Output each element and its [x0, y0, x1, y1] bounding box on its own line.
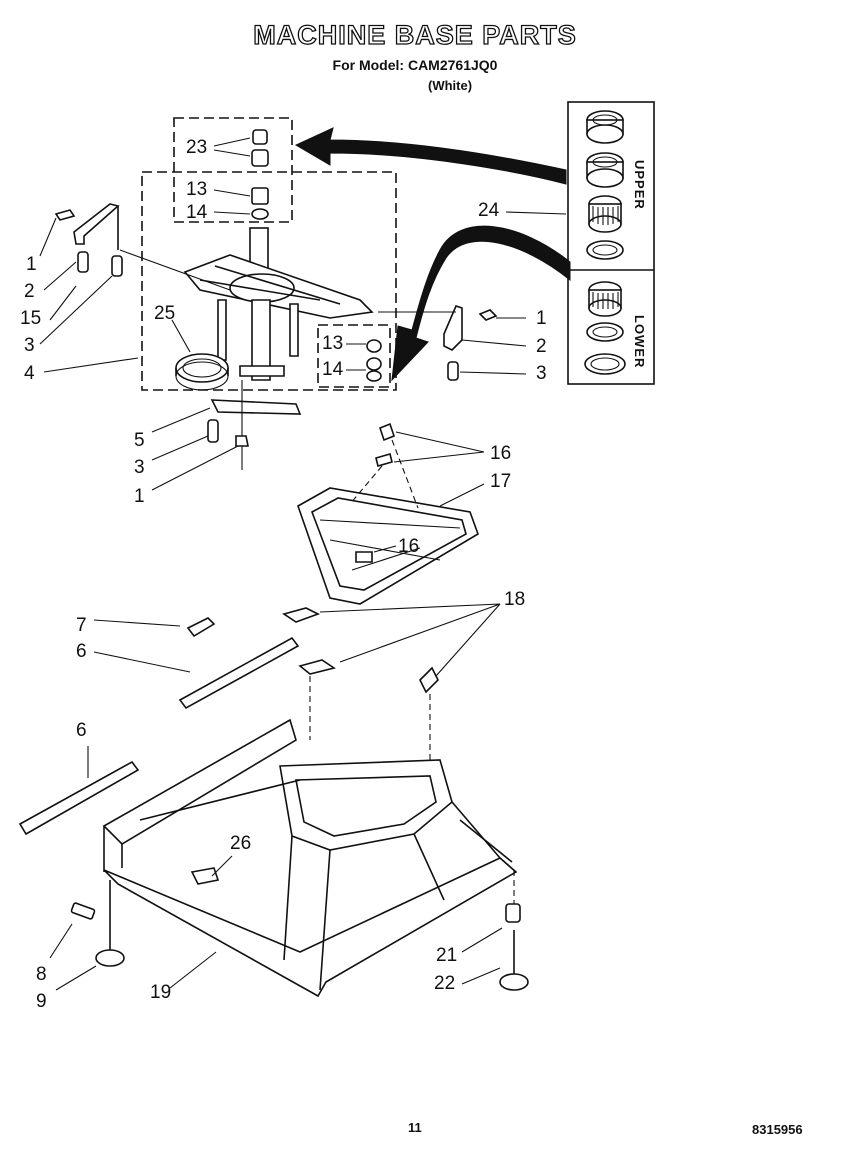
- page-title: MACHINE BASE PARTS: [253, 19, 577, 50]
- group-box-inner: [317, 324, 391, 388]
- callout-1-left: 1: [26, 254, 37, 275]
- leader-lines: [39, 137, 567, 991]
- bracket-set-left: [54, 203, 231, 291]
- seal-25: [175, 353, 229, 391]
- callout-7: 7: [76, 615, 87, 636]
- callout-8: 8: [36, 964, 47, 985]
- bracket-set-right: [378, 305, 498, 381]
- ring-set-upper: [586, 110, 624, 260]
- ring-set-upper-label: UPPER: [632, 160, 647, 210]
- page-number: 11: [408, 1120, 422, 1135]
- callout-6-lower: 6: [76, 720, 87, 741]
- callout-2-left: 2: [24, 281, 35, 302]
- frame-17: [297, 422, 479, 605]
- callout-9: 9: [36, 991, 47, 1012]
- callout-21: 21: [436, 945, 458, 966]
- callout-6-upper: 6: [76, 641, 87, 662]
- callout-1-right: 1: [536, 308, 547, 329]
- callout-16-top: 16: [490, 443, 512, 464]
- callout-18: 18: [504, 589, 526, 610]
- brackets-18: [282, 607, 439, 760]
- feet: [70, 870, 529, 991]
- arrow-lower-rings: [391, 225, 571, 382]
- callout-19: 19: [150, 982, 172, 1003]
- callout-16-frame: 16: [398, 536, 420, 557]
- bearing-parts-inner: [366, 339, 382, 382]
- callout-4: 4: [24, 363, 35, 384]
- callout-13-inner: 13: [322, 333, 344, 354]
- arrow-upper-rings: [294, 127, 567, 185]
- callout-24: 24: [478, 200, 500, 221]
- callout-17: 17: [490, 471, 512, 492]
- bearing-parts-top: [251, 129, 269, 220]
- callout-25: 25: [154, 303, 176, 324]
- callout-15: 15: [20, 308, 42, 329]
- gearcase: [183, 227, 374, 381]
- group-box-top: [173, 117, 293, 223]
- callout-2-right: 2: [536, 336, 547, 357]
- callout-3-left: 3: [24, 335, 35, 356]
- callout-3-right: 3: [536, 363, 547, 384]
- ring-set-lower-label: LOWER: [632, 315, 647, 369]
- callout-22: 22: [434, 973, 456, 994]
- document-number: 8315956: [752, 1122, 803, 1137]
- rails-6-7: [18, 617, 300, 836]
- ring-set-lower: [584, 281, 626, 375]
- model-line: For Model: CAM2761JQ0: [332, 57, 498, 73]
- callout-14-inner: 14: [322, 359, 344, 380]
- callout-3-lower: 3: [134, 457, 145, 478]
- callout-13-top: 13: [186, 179, 208, 200]
- callout-26: 26: [230, 833, 252, 854]
- callout-23: 23: [186, 137, 208, 158]
- callout-5: 5: [134, 430, 145, 451]
- ring-set-box: [567, 101, 655, 385]
- brace-5-set: [207, 380, 302, 470]
- callout-14-top: 14: [186, 202, 208, 223]
- base-19: [102, 718, 518, 998]
- group-box-gearcase: [141, 171, 397, 391]
- callout-1-lower: 1: [134, 486, 145, 507]
- color-line: (White): [428, 78, 473, 93]
